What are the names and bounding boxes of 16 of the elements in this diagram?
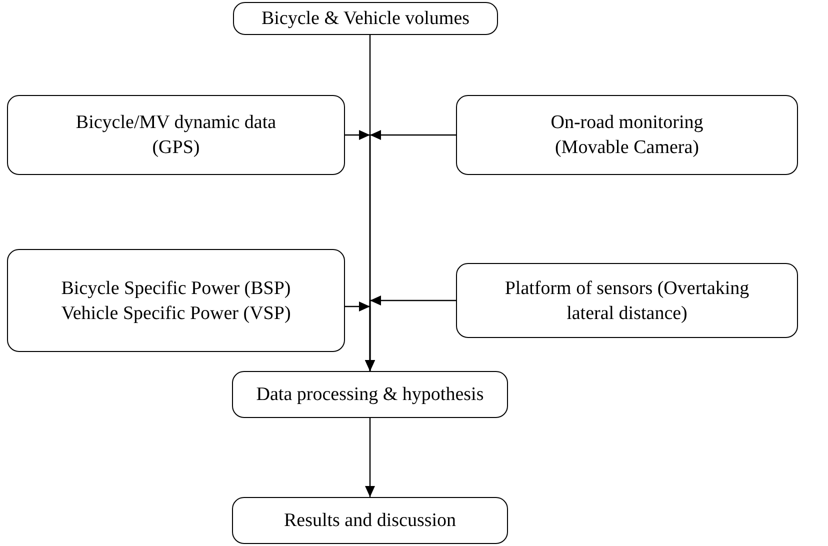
process-box [233, 2, 498, 35]
box-label: Results and discussion [282, 509, 458, 533]
process-box [232, 371, 508, 418]
arrow [365, 296, 456, 371]
box-label: Bicycle Specific Power (BSP) Vehicle Specific Power (VSP) [60, 276, 292, 326]
box-label: Bicycle/MV dynamic data (GPS) [74, 111, 278, 160]
box-label: Platform of sensors (Overtaking lateral distance) [504, 276, 750, 326]
box-label: On-road monitoring (Movable Camera) [550, 111, 704, 160]
process-box [456, 263, 798, 338]
process-box [7, 95, 345, 175]
process-box [456, 95, 798, 175]
box-label: Data processing & hypothesis [255, 383, 485, 407]
process-box [7, 249, 345, 352]
process-box [232, 497, 508, 544]
box-label: Bicycle & Vehicle volumes [260, 7, 471, 31]
arrow [365, 418, 375, 497]
